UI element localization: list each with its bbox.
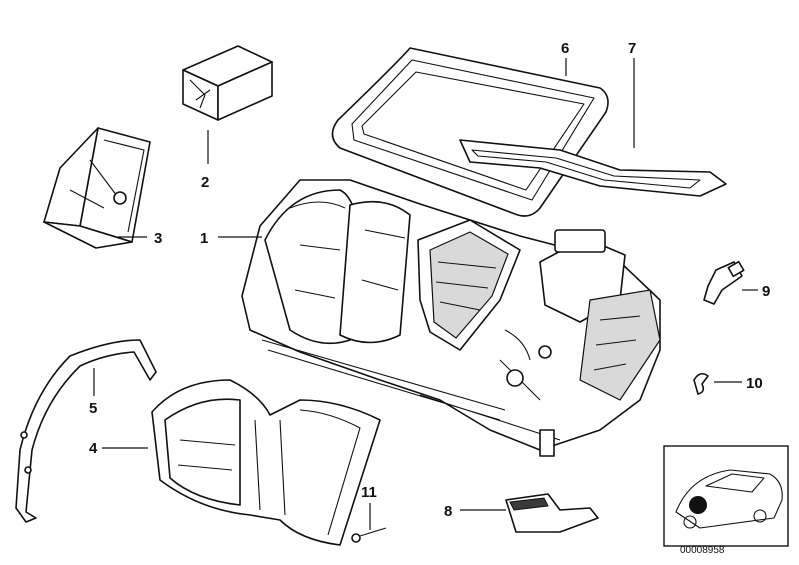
callout-8: 8 [444,503,452,520]
callout-7: 7 [628,40,636,57]
part-2-foam-block[interactable] [182,45,273,121]
vehicle-locator-inset [663,445,789,547]
callout-1: 1 [200,230,208,247]
reference-number: 00008958 [680,545,725,556]
leader-lines [93,58,758,530]
part-6-gasket-frame[interactable] [331,47,609,217]
part-11-screw[interactable] [351,527,387,543]
part-8-small-duct[interactable] [505,493,599,533]
part-9-connector[interactable] [703,260,745,305]
part-5-bracket-strap[interactable] [15,339,157,523]
callout-2: 2 [201,174,209,191]
location-marker-icon [689,496,707,514]
part-4-blower-cover[interactable] [151,379,381,546]
callout-3: 3 [154,230,162,247]
callout-6: 6 [561,40,569,57]
part-3-filter-housing[interactable] [43,127,151,249]
callout-10: 10 [746,375,763,392]
callout-5: 5 [89,400,97,417]
callout-9: 9 [762,283,770,300]
car-silhouette-icon [675,469,783,529]
part-10-clip[interactable] [693,372,709,395]
part-7-long-gasket[interactable] [459,139,727,197]
part-1-heater-housing[interactable] [241,179,661,457]
callout-11: 11 [361,484,377,501]
callout-4: 4 [89,440,98,457]
